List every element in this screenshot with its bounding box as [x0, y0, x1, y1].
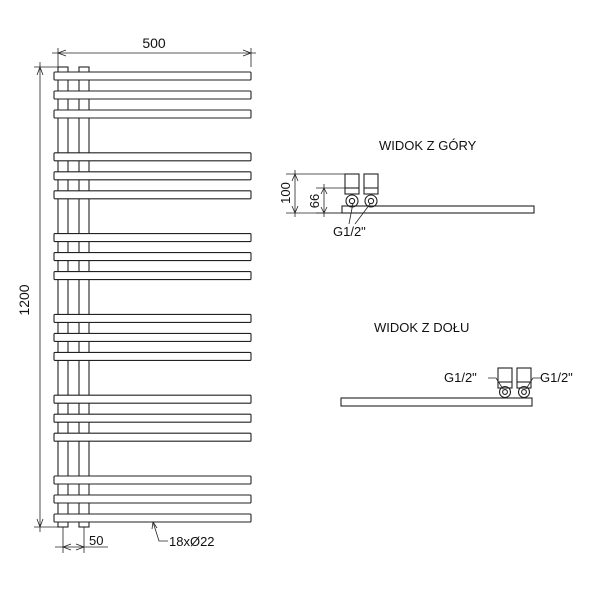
tube-12	[53, 351, 252, 361]
bottom-view-rail	[340, 397, 533, 407]
tubes-label: 18xØ22	[169, 534, 215, 549]
tube-14	[53, 413, 252, 423]
top-view-connection-label: G1/2"	[333, 224, 366, 239]
tube-2	[53, 90, 252, 100]
bottom-view-right-connection-label: G1/2"	[540, 370, 573, 385]
top-view	[286, 170, 535, 225]
top-view-rail	[341, 205, 535, 214]
connection-height-dimension	[316, 184, 345, 217]
bottom-view-connection-left	[497, 367, 513, 399]
left-collector-pipe	[57, 66, 69, 528]
height-label: 1200	[16, 284, 32, 315]
bottom-view	[340, 367, 541, 407]
top-view-connection-left	[344, 173, 360, 208]
bottom-view-connection-leaders	[488, 377, 541, 390]
depth-label: 100	[278, 182, 293, 204]
tube-6	[53, 190, 252, 200]
tube-3	[53, 109, 252, 119]
tubes-leader	[151, 521, 168, 542]
height-dimension	[34, 62, 58, 532]
width-dimension	[52, 48, 256, 67]
depth-dimension	[286, 170, 345, 217]
tube-7	[53, 233, 252, 243]
tube-11	[53, 332, 252, 342]
tube-17	[53, 494, 252, 504]
tube-18	[53, 513, 252, 523]
bottom-view-title: WIDOK Z DOŁU	[374, 320, 469, 335]
tube-8	[53, 252, 252, 262]
tube-16	[53, 475, 252, 485]
pipe-spacing-label: 50	[89, 533, 103, 548]
tube-15	[53, 432, 252, 442]
tube-set	[53, 71, 252, 523]
tube-5	[53, 171, 252, 181]
top-view-title: WIDOK Z GÓRY	[379, 138, 477, 153]
connection-height-label: 66	[307, 194, 322, 208]
top-view-connection-leader	[348, 202, 371, 225]
bottom-view-connection-right	[516, 367, 532, 399]
tube-1	[53, 71, 252, 81]
tube-13	[53, 394, 252, 404]
tube-4	[53, 152, 252, 162]
pipe-spacing-dimension	[55, 527, 108, 553]
tube-9	[53, 271, 252, 281]
width-label: 500	[142, 35, 166, 51]
front-view	[34, 48, 256, 553]
bottom-view-left-connection-label: G1/2"	[444, 370, 477, 385]
top-view-connection-right	[363, 173, 379, 208]
right-collector-pipe	[78, 66, 90, 528]
tube-10	[53, 313, 252, 323]
